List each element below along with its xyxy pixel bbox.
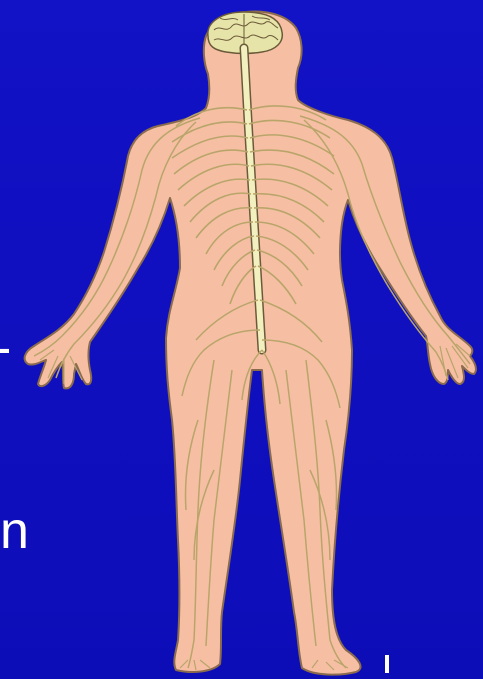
white-mark [385, 655, 389, 673]
partial-slide-text-1: - [0, 322, 11, 374]
partial-slide-text-2: n [0, 505, 29, 557]
